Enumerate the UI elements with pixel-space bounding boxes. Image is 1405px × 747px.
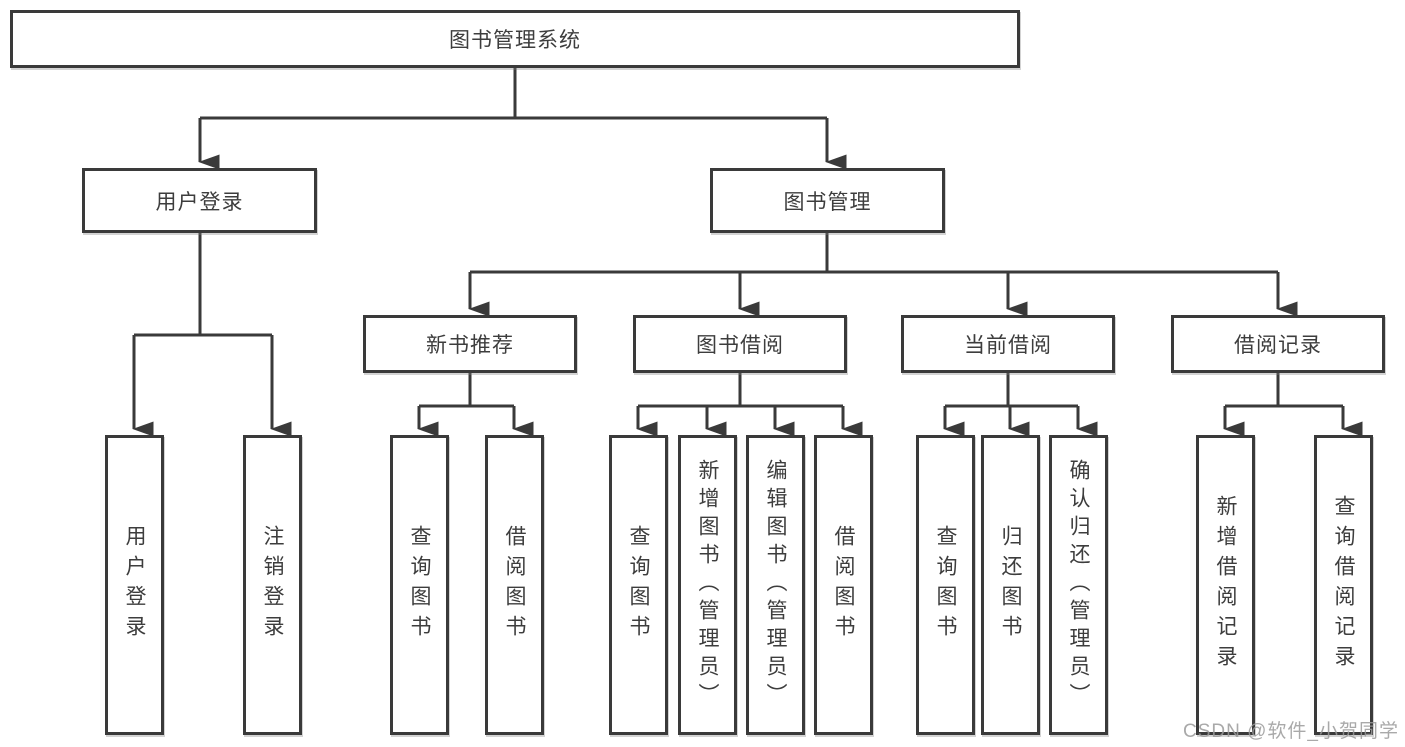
node-new-book-recommend: 新书推荐 <box>363 315 577 373</box>
node-root-library-management-system: 图书管理系统 <box>10 10 1020 68</box>
node-current-borrow: 当前借阅 <box>901 315 1115 373</box>
leaf-borrow-books-borrow-label: 借阅图书 <box>832 525 855 645</box>
node-current-borrow-label: 当前借阅 <box>964 334 1052 357</box>
connector-root-to-level2 <box>198 68 847 170</box>
connector-new-book-recommend-to-leaves <box>417 373 534 437</box>
connector-current-borrow-to-leaves <box>943 373 1098 437</box>
leaf-confirm-return-admin: 确认归还（管理员） <box>1049 435 1108 735</box>
leaf-borrow-books-borrow: 借阅图书 <box>814 435 873 735</box>
leaf-borrow-books-recommend-label: 借阅图书 <box>503 525 526 645</box>
leaf-borrow-books-recommend: 借阅图书 <box>485 435 544 735</box>
leaf-query-books-current-label: 查询图书 <box>934 525 957 645</box>
leaf-add-book-admin-label: 新增图书（管理员） <box>696 459 719 711</box>
connector-user-login-to-leaves <box>132 233 292 437</box>
leaf-edit-book-admin-label: 编辑图书（管理员） <box>764 459 787 711</box>
leaf-query-books-recommend: 查询图书 <box>390 435 449 735</box>
leaf-query-books-borrow: 查询图书 <box>609 435 668 735</box>
node-book-borrow: 图书借阅 <box>633 315 847 373</box>
leaf-query-books-recommend-label: 查询图书 <box>408 525 431 645</box>
watermark: CSDN @软件_小贺同学 <box>1183 721 1399 742</box>
node-book-management: 图书管理 <box>710 168 945 233</box>
node-borrow-records-label: 借阅记录 <box>1234 334 1322 357</box>
leaf-confirm-return-admin-label: 确认归还（管理员） <box>1067 459 1090 711</box>
leaf-query-borrow-record-label: 查询借阅记录 <box>1332 495 1355 675</box>
leaf-query-borrow-record: 查询借阅记录 <box>1314 435 1373 735</box>
leaf-user-login-label: 用户登录 <box>123 525 146 645</box>
connector-borrow-records-to-leaves <box>1223 373 1363 437</box>
leaf-add-borrow-record: 新增借阅记录 <box>1196 435 1255 735</box>
leaf-edit-book-admin: 编辑图书（管理员） <box>746 435 805 735</box>
node-book-borrow-label: 图书借阅 <box>696 334 784 357</box>
leaf-logout-login-label: 注销登录 <box>261 525 284 645</box>
node-root-label: 图书管理系统 <box>449 29 581 52</box>
node-user-login: 用户登录 <box>82 168 317 233</box>
leaf-add-borrow-record-label: 新增借阅记录 <box>1214 495 1237 675</box>
leaf-logout-login: 注销登录 <box>243 435 302 735</box>
leaf-query-books-borrow-label: 查询图书 <box>627 525 650 645</box>
leaf-add-book-admin: 新增图书（管理员） <box>678 435 737 735</box>
node-borrow-records: 借阅记录 <box>1171 315 1385 373</box>
leaf-user-login: 用户登录 <box>105 435 164 735</box>
leaf-return-book-label: 归还图书 <box>999 525 1022 645</box>
connector-book-borrow-to-leaves <box>636 373 863 437</box>
connector-book-management-to-level3 <box>468 233 1298 317</box>
node-user-login-label: 用户登录 <box>155 190 244 214</box>
node-new-book-recommend-label: 新书推荐 <box>426 334 514 357</box>
leaf-return-book: 归还图书 <box>981 435 1040 735</box>
leaf-query-books-current: 查询图书 <box>916 435 975 735</box>
node-book-management-label: 图书管理 <box>783 190 872 214</box>
